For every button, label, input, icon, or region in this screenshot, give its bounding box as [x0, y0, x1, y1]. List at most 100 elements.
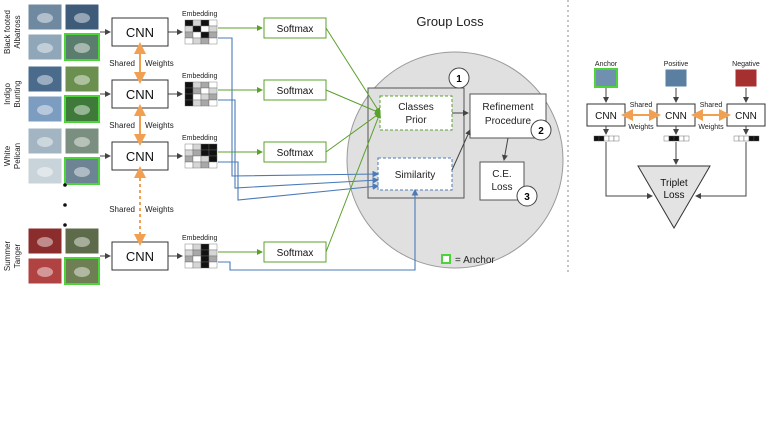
shared-label: Shared	[700, 102, 723, 109]
bird-silhouette	[37, 13, 53, 23]
embedding-cell	[192, 81, 202, 89]
softmax-to-prior-arrow	[325, 89, 381, 114]
bird-silhouette	[37, 105, 53, 115]
embedding-to-similarity-arrow	[218, 99, 380, 189]
softmax-label: Softmax	[277, 86, 314, 97]
similarity-box	[377, 157, 453, 191]
bird-silhouette	[74, 167, 90, 177]
embedding-cell	[208, 243, 218, 251]
bird-silhouette	[74, 237, 90, 247]
embedding-cell	[192, 143, 202, 151]
cnn-label: CNN	[126, 249, 154, 264]
embedding-cell	[184, 99, 194, 107]
classes-prior-label: Classes	[398, 102, 434, 113]
embedding-cell	[192, 149, 202, 157]
embedding-cell	[200, 31, 210, 39]
embedding-cell	[208, 19, 218, 27]
embedding-cell	[200, 255, 210, 263]
embedding-cell	[184, 161, 194, 169]
refinement-label: Refinement	[482, 102, 533, 113]
bird-silhouette	[74, 43, 90, 53]
bird-silhouette	[37, 167, 53, 177]
triplet-embedding-cell	[613, 135, 620, 142]
embedding-label: Embedding	[182, 73, 218, 80]
bird-photo	[27, 33, 63, 61]
refinement-to-ce-arrow	[501, 137, 509, 161]
softmax-to-prior-arrow	[325, 112, 381, 153]
step-3-circle	[516, 185, 538, 207]
cnn-label: CNN	[126, 25, 154, 40]
classes-prior-label-2: Prior	[405, 115, 427, 126]
embedding-cell	[192, 261, 202, 269]
triplet-cnn-label: CNN	[665, 111, 687, 122]
embedding-cell	[192, 19, 202, 27]
embedding-cell	[200, 161, 210, 169]
group-loss-title: Group Loss	[416, 14, 484, 29]
step-1-circle	[448, 67, 470, 89]
embedding-cell	[200, 249, 210, 257]
anchor-legend-label: = Anchor	[455, 255, 495, 266]
class-label: IndigoBunting	[3, 80, 22, 107]
embedding-cell	[184, 143, 194, 151]
embedding-cell	[208, 255, 218, 263]
ellipsis-dot	[63, 183, 67, 187]
embedding-cell	[208, 93, 218, 101]
embedding-cell	[192, 37, 202, 45]
embedding-cell	[184, 261, 194, 269]
bird-silhouette	[74, 137, 90, 147]
step-2-circle	[530, 119, 552, 141]
embedding-cell	[208, 261, 218, 269]
weights-label: Weights	[145, 59, 174, 68]
triplet-cnn-label: CNN	[735, 111, 757, 122]
triplet-embedding-cell	[733, 135, 740, 142]
triplet-cnn-label: CNN	[595, 111, 617, 122]
bird-silhouette	[37, 237, 53, 247]
embedding-cell	[208, 99, 218, 107]
embedding-cell	[192, 255, 202, 263]
embedding-cell	[200, 149, 210, 157]
embedding-cell	[184, 255, 194, 263]
cnn-label: CNN	[126, 149, 154, 164]
weights-label: Weights	[628, 124, 654, 131]
embedding-cell	[192, 87, 202, 95]
embedding-cell	[192, 249, 202, 257]
embedding-cell	[200, 243, 210, 251]
embedding-cell	[192, 25, 202, 33]
embedding-cell	[200, 261, 210, 269]
triplet-embedding-cell	[743, 135, 750, 142]
embedding-cell	[184, 25, 194, 33]
embedding-cell	[184, 19, 194, 27]
classes-prior-box	[379, 95, 453, 131]
anchor-legend-swatch	[441, 254, 451, 264]
embedding-cell	[184, 81, 194, 89]
weights-label: Weights	[145, 205, 174, 214]
ellipsis-dot	[63, 223, 67, 227]
ce-loss-label: C.E.	[492, 169, 511, 180]
bird-photo	[64, 65, 100, 93]
bird-photo	[27, 157, 63, 185]
embedding-to-similarity-arrow	[218, 188, 419, 271]
embedding-cell	[184, 149, 194, 157]
triplet-embedding-cell	[748, 135, 755, 142]
negative-to-loss-arrow	[695, 142, 747, 199]
anchor-to-loss-arrow	[605, 142, 653, 199]
triplet-embedding-cell	[668, 135, 675, 142]
embedding-cell	[208, 149, 218, 157]
class-label: SummerTanger	[3, 241, 22, 272]
ce-loss-label-2: Loss	[491, 182, 512, 193]
triplet-embedding-cell	[603, 135, 610, 142]
step-1-label: 1	[456, 74, 462, 85]
embedding-cell	[208, 143, 218, 151]
embedding-cell	[192, 31, 202, 39]
bird-silhouette	[37, 75, 53, 85]
softmax-label: Softmax	[277, 148, 314, 159]
embedding-label: Embedding	[182, 11, 218, 18]
bird-photo	[64, 157, 100, 185]
